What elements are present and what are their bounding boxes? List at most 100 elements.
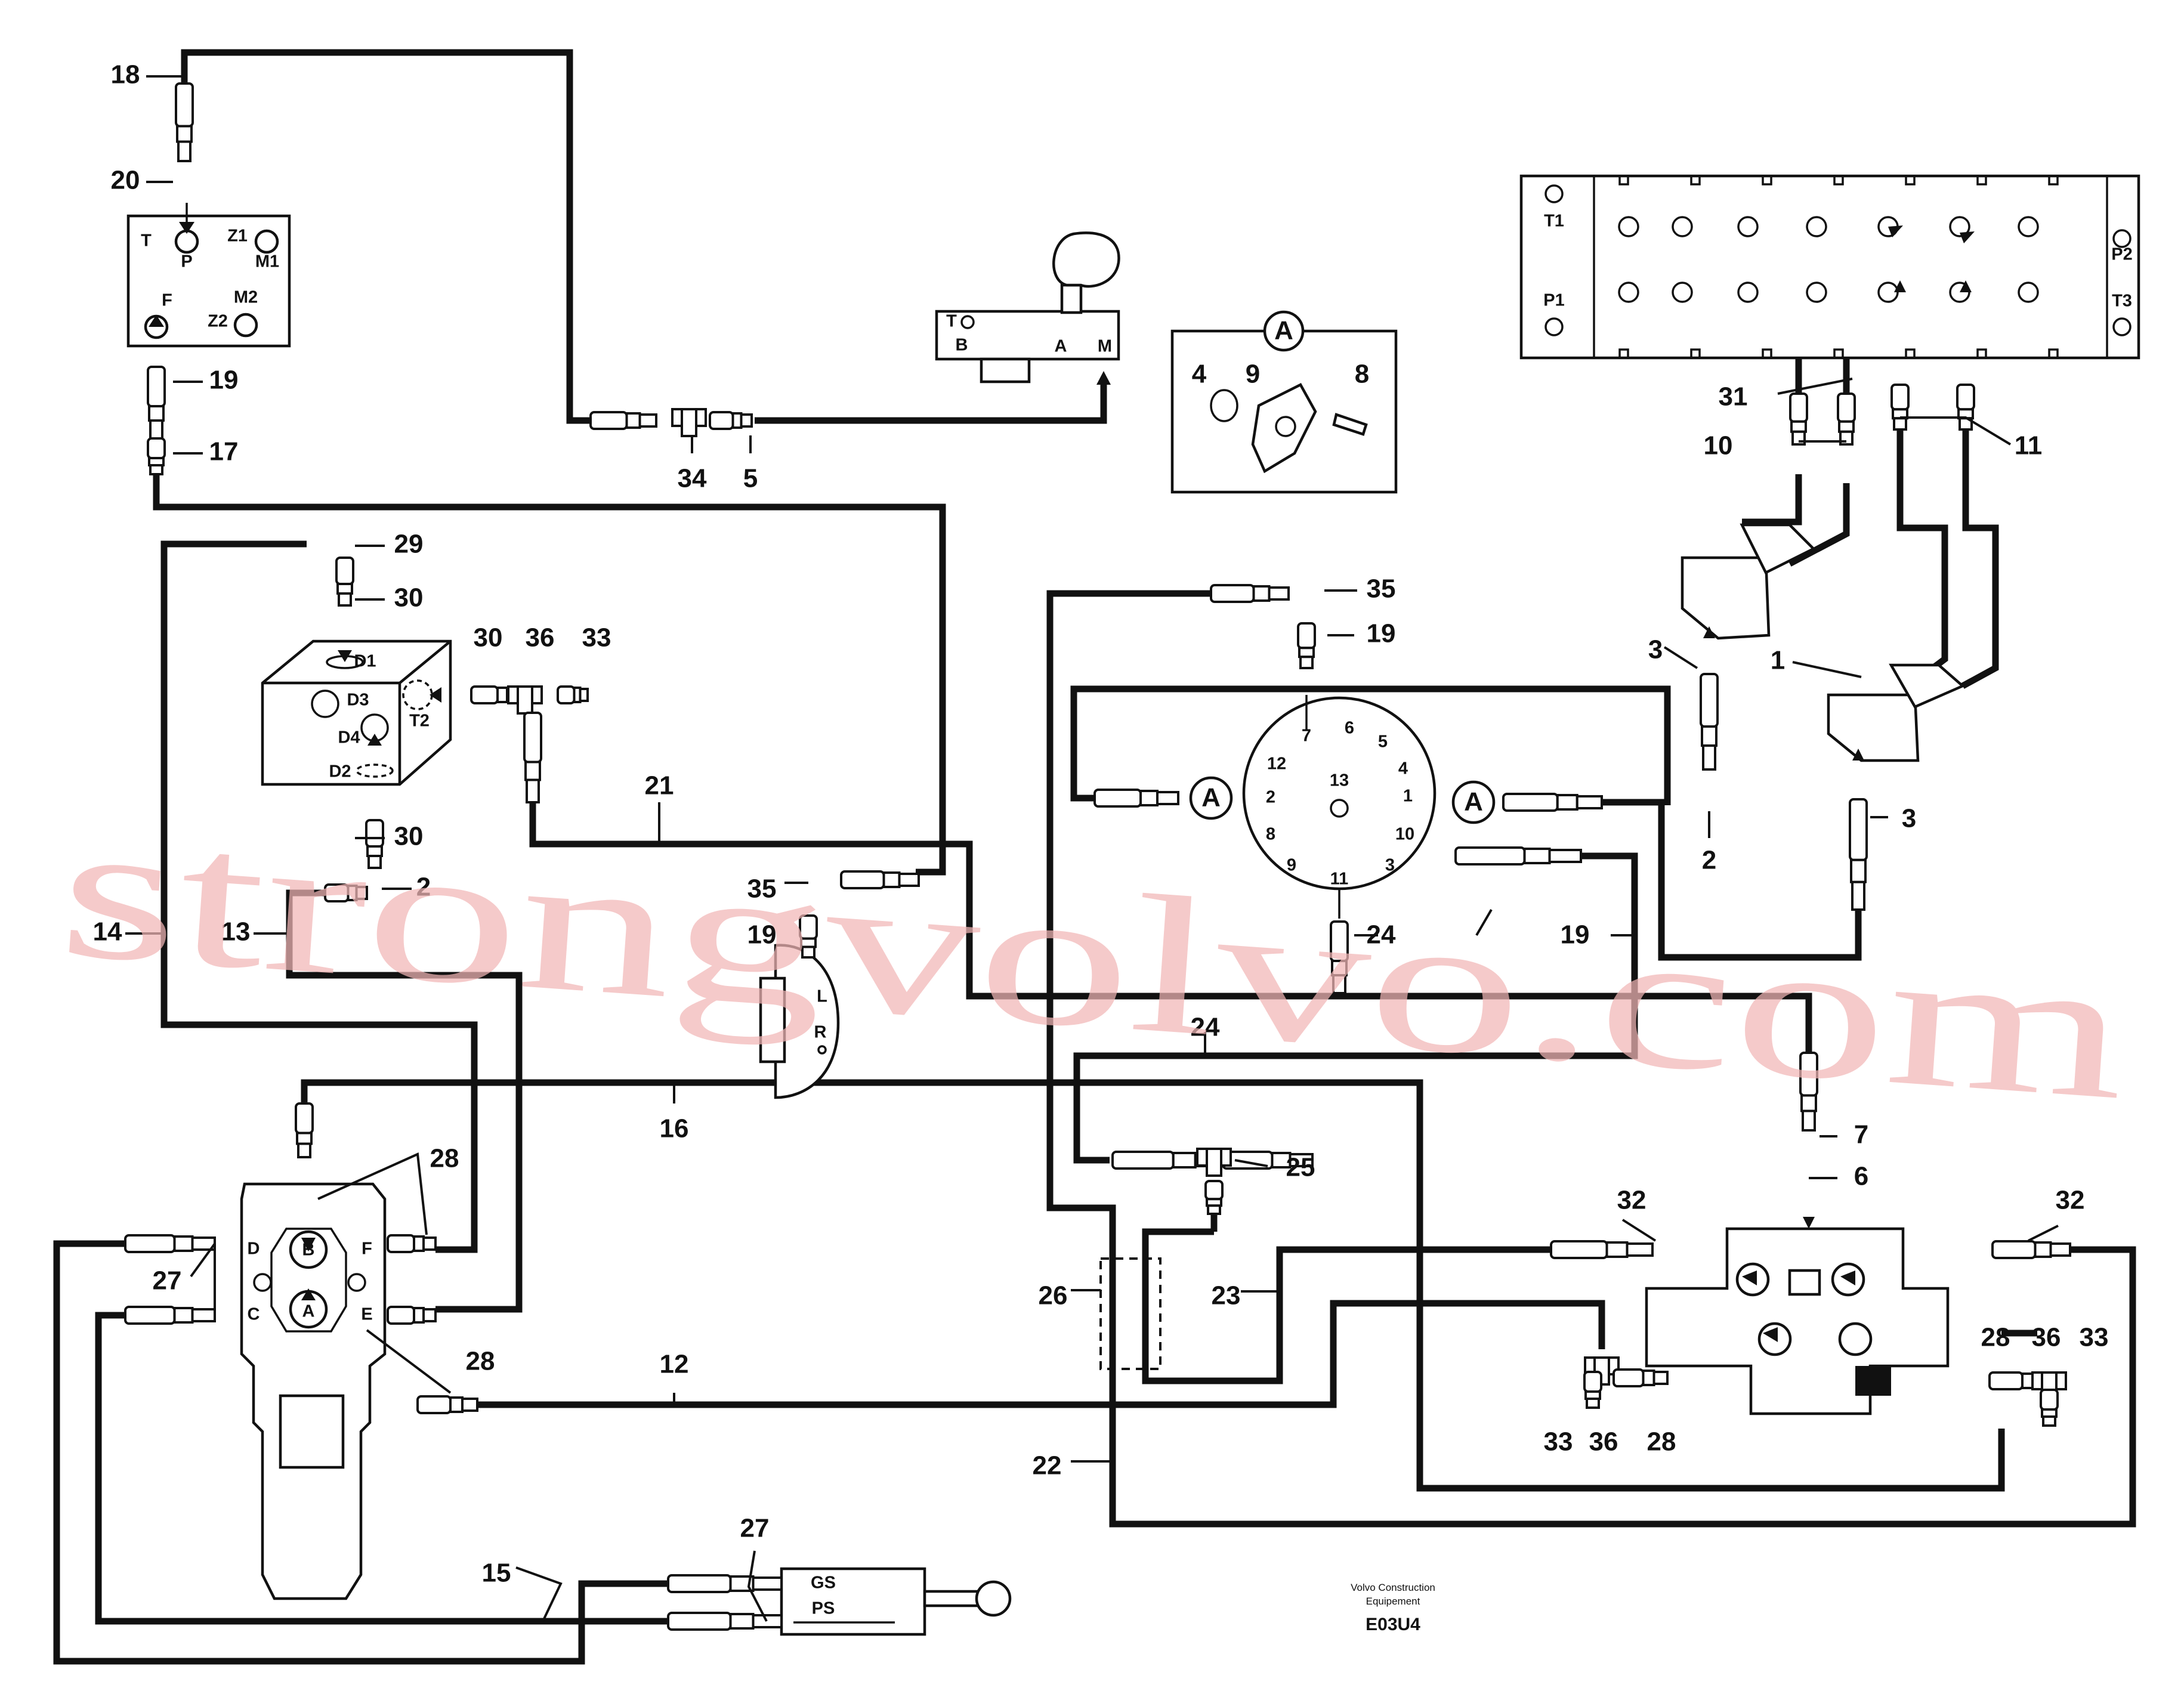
distribution-bottom-notch [1762,348,1772,359]
arrowhead-t2 [430,687,441,703]
d3-port [311,690,339,718]
hose-18 [181,49,591,424]
distribution-block [1519,174,2140,360]
circle-markers [1189,776,1496,824]
callout-22: 22 [1033,1451,1062,1480]
callout-27: 27 [153,1266,182,1296]
callout-19: 19 [1561,920,1590,950]
port-label-accumulator-block-4: D2 [329,762,351,781]
fitting-vertical [1956,384,1975,431]
callout-18: 18 [111,60,140,89]
callout-32: 32 [1617,1186,1647,1215]
port-label-swivel-joint-2: 5 [1378,732,1388,752]
distribution-bottom-notch [1618,348,1629,359]
callout-19: 19 [209,366,239,395]
callout-19: 19 [1367,619,1396,648]
distribution-top-notch [1690,175,1701,186]
arrowhead-dist1 [1888,225,1903,237]
callout-10: 10 [1704,431,1733,460]
port-label-pressure-reducing-block-1: P [181,252,192,271]
hose-14 [160,540,478,1253]
footer-company: Volvo Construction [1351,1582,1435,1593]
hose-cyl-a2 [1788,483,1850,567]
arrowhead-rv-left [1742,1270,1757,1285]
fitting-horizontal [1550,1240,1654,1259]
fittings [124,82,2071,1631]
callout-27: 27 [740,1514,770,1543]
callout-24: 24 [1367,920,1396,950]
callout-36: 36 [1589,1427,1618,1457]
callout-33: 33 [1544,1427,1573,1457]
callout-6: 6 [1854,1162,1868,1191]
servo-lever-knob [1052,231,1120,288]
fitting-vertical [295,1102,314,1158]
distribution-hole [1737,216,1759,237]
port-label-swivel-joint-12: 11 [1330,870,1349,889]
drawing-code: E03U4 [1366,1615,1420,1634]
actuator-upper [1681,556,1771,640]
leader-27b [747,1550,768,1622]
port-label-main-control-valve-1: F [362,1239,372,1259]
fitting-vertical [147,437,166,475]
circle-marker-a-left [1189,776,1233,820]
right-valve-body [1645,1227,1950,1415]
port-label-servo-valve-1: B [956,336,968,355]
leader-32a [1621,1219,1657,1242]
port-label-pressure-reducing-block-3: M1 [255,252,279,271]
main-valve-hole-right [347,1273,366,1292]
fitting-vertical [523,712,542,803]
port-label-main-control-valve-0: D [248,1239,260,1259]
fitting-horizontal [387,1306,437,1325]
callout-28: 28 [1647,1427,1676,1457]
fitting-horizontal [667,1574,783,1593]
leader-3a [1663,646,1698,669]
hose-23 [1142,1228,1551,1384]
callout-34: 34 [678,464,707,493]
callout-20: 20 [111,166,140,195]
callout-23: 23 [1212,1281,1241,1310]
port-label-main-control-valve-4: A [302,1302,315,1321]
callout-26: 26 [1039,1281,1068,1310]
arrowhead-b [301,1238,316,1251]
actuator-lower [1827,693,1920,762]
fitting-horizontal [1502,793,1603,812]
leader-1 [1792,661,1862,678]
hose-24 [1073,852,1638,1164]
leader-31 [1777,378,1853,395]
callout-13: 13 [221,917,251,947]
callout-8: 8 [1355,360,1369,389]
arrowhead-d2 [367,734,382,746]
right-valve-port-4 [1838,1322,1873,1356]
o-ring-shape [1210,389,1238,422]
callout-35: 35 [1367,574,1396,604]
arrowhead-6 [1803,1217,1815,1229]
port-label-distribution-block-1: P1 [1543,291,1564,310]
fitting-horizontal [124,1234,216,1253]
fitting-vertical [1583,1371,1602,1409]
d2-port [356,763,394,778]
fitting-vertical [1789,392,1808,446]
dist-p2-circle [2112,229,2132,248]
port-label-swivel-joint-6: 2 [1266,788,1275,807]
swivel-center-port [1330,799,1349,818]
detail-a-circle [1263,310,1305,352]
port-label-pressure-reducing-block-2: Z1 [227,227,248,246]
fitting-horizontal [667,1612,783,1631]
fitting-horizontal [124,1306,216,1325]
leader-28a [317,1152,428,1235]
port-label-pilot-unit-0: GS [811,1574,836,1593]
port-label-main-control-valve-5: E [361,1305,372,1324]
port-label-swivel-joint-5: 13 [1330,771,1349,790]
port-label-swivel-joint-10: 9 [1287,856,1296,875]
right-control-valve [1645,1227,1950,1415]
port-label-swivel-joint-3: 12 [1267,755,1286,774]
port-label-accumulator-block-2: T2 [409,712,430,731]
swivel-joint [1242,695,1437,919]
actuator-upper-barrel [1740,523,1816,575]
port-label-servo-valve-0: T [946,312,957,331]
arrowhead-p [179,222,194,234]
hose-22 [1046,590,1214,945]
